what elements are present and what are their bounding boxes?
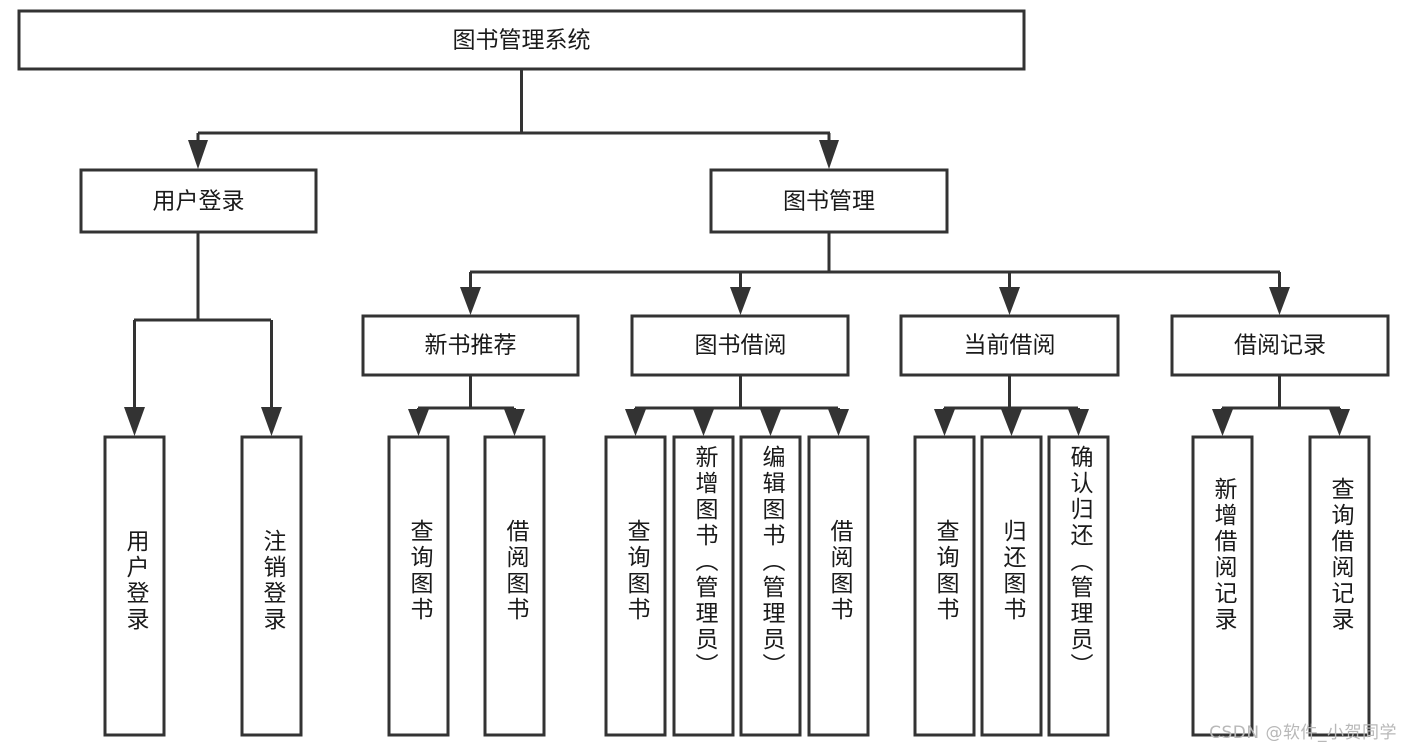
leaf-box-borrow-book-1[interactable] — [483, 435, 546, 737]
arrow-head-leaf-query-book-3 — [934, 409, 955, 436]
node-root[interactable]: 图书管理系统 — [17, 9, 1026, 71]
arrow-head-book-borrow — [730, 287, 751, 315]
arrow-head-borrow-record — [1269, 287, 1290, 315]
csdn-watermark: CSDN @软件_小贺同学 — [1209, 723, 1397, 743]
node-root-label: 图书管理系统 — [453, 28, 591, 54]
arrow-head-leaf-user-login — [124, 407, 145, 436]
leaf-box-add-record[interactable] — [1191, 435, 1254, 737]
node-book-borrow[interactable]: 图书借阅 — [630, 314, 850, 377]
arrow-head-current-borrow — [999, 287, 1020, 315]
arrow-head-book-mgmt — [819, 140, 839, 169]
node-book-management[interactable]: 图书管理 — [709, 168, 949, 234]
arrow-head-leaf-edit-book — [760, 409, 781, 436]
node-borrow-record[interactable]: 借阅记录 — [1170, 314, 1390, 377]
leaf-box-query-book-1[interactable] — [387, 435, 450, 737]
node-book-management-label: 图书管理 — [783, 189, 875, 215]
leaf-box-query-record[interactable] — [1308, 435, 1371, 737]
arrow-head-leaf-add-record — [1212, 409, 1233, 436]
arrow-head-user-login — [188, 140, 208, 169]
arrow-head-leaf-query-record — [1329, 409, 1350, 436]
node-current-borrow[interactable]: 当前借阅 — [899, 314, 1120, 377]
leaf-box-logout[interactable] — [240, 435, 303, 737]
leaf-box-add-book[interactable] — [672, 435, 735, 737]
arrow-head-leaf-borrow-book-1 — [504, 409, 525, 436]
connector-layer — [124, 69, 1350, 436]
node-root-box[interactable] — [17, 9, 1026, 71]
node-book-borrow-box[interactable] — [630, 314, 850, 377]
arrow-head-leaf-logout — [261, 407, 282, 436]
arrow-head-leaf-return-book — [1001, 409, 1022, 436]
node-current-borrow-label: 当前借阅 — [964, 333, 1056, 359]
leaf-box-user-login[interactable] — [103, 435, 166, 737]
leaf-box-return-book[interactable] — [980, 435, 1043, 737]
node-user-login-box[interactable] — [79, 168, 318, 234]
arrow-head-leaf-query-book-1 — [408, 409, 429, 436]
arrow-head-leaf-borrow-book-2 — [828, 409, 849, 436]
node-book-borrow-label: 图书借阅 — [695, 333, 787, 359]
node-book-management-box[interactable] — [709, 168, 949, 234]
leaf-box-confirm-return[interactable] — [1047, 435, 1110, 737]
node-new-book-recommend[interactable]: 新书推荐 — [361, 314, 580, 377]
leaf-box-query-book-3[interactable] — [913, 435, 976, 737]
arrow-head-leaf-confirm-return — [1068, 409, 1089, 436]
arrow-head-leaf-add-book — [693, 409, 714, 436]
leaf-box-borrow-book-2[interactable] — [807, 435, 870, 737]
arrow-head-new-book-rec — [460, 287, 481, 315]
node-borrow-record-box[interactable] — [1170, 314, 1390, 377]
node-user-login[interactable]: 用户登录 — [79, 168, 318, 234]
node-borrow-record-label: 借阅记录 — [1234, 333, 1326, 359]
node-user-login-label: 用户登录 — [153, 189, 245, 215]
leaf-box-layer — [103, 435, 1371, 737]
leaf-box-query-book-2[interactable] — [604, 435, 667, 737]
node-new-book-recommend-box[interactable] — [361, 314, 580, 377]
node-new-book-recommend-label: 新书推荐 — [425, 333, 517, 359]
node-current-borrow-box[interactable] — [899, 314, 1120, 377]
arrow-head-leaf-query-book-2 — [625, 409, 646, 436]
leaf-box-edit-book[interactable] — [739, 435, 802, 737]
